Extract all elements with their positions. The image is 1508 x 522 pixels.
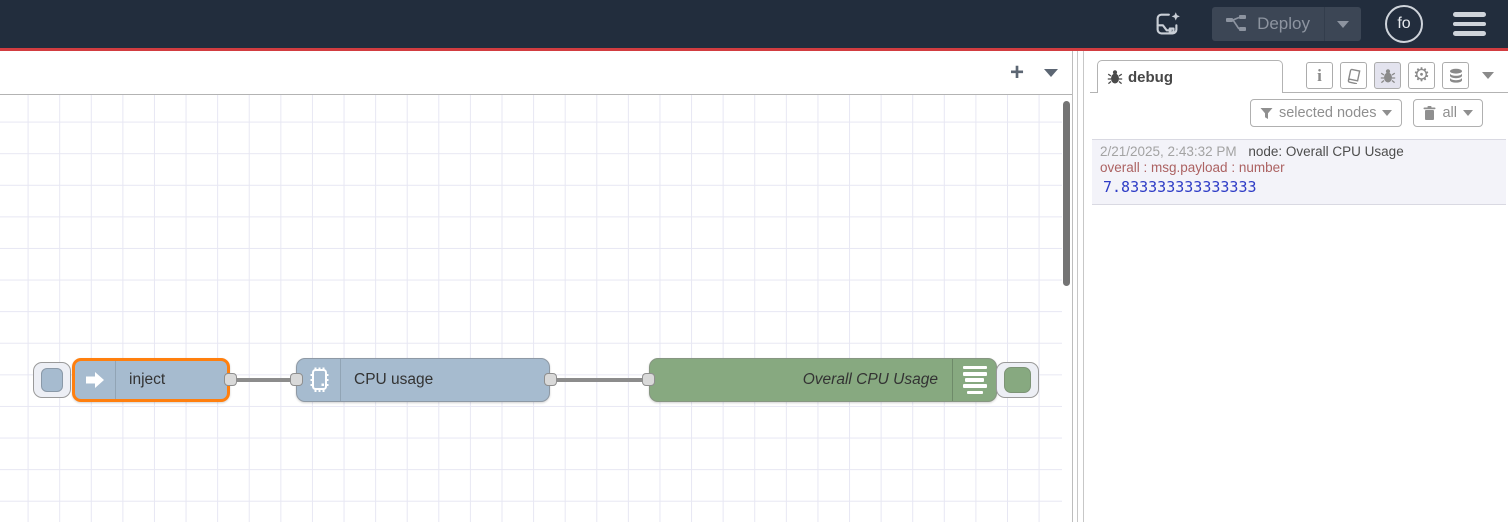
deploy-icon: [1226, 15, 1247, 31]
bug-icon: [1107, 70, 1123, 85]
cpu-chip-icon: [310, 367, 328, 392]
port-cpu-output[interactable]: [544, 373, 557, 386]
deploy-label: Deploy: [1257, 14, 1310, 33]
workspace: + inject: [0, 51, 1073, 522]
user-avatar[interactable]: fo: [1385, 5, 1423, 43]
gear-icon: ⚙: [1412, 65, 1431, 86]
header-accent-line: [0, 48, 1508, 51]
canvas-vertical-scrollbar: [1062, 95, 1072, 522]
assistant-button[interactable]: [1150, 7, 1184, 41]
deploy-button-group: Deploy: [1212, 7, 1361, 41]
avatar-initials: fo: [1397, 15, 1411, 32]
node-inject[interactable]: inject: [72, 358, 230, 402]
message-property-path: overall : msg.payload : number: [1100, 160, 1285, 175]
debug-tab-button[interactable]: [1374, 62, 1401, 89]
node-label: inject: [129, 371, 166, 388]
port-cpu-input[interactable]: [290, 373, 303, 386]
database-icon: [1449, 68, 1462, 83]
port-inject-output[interactable]: [224, 373, 237, 386]
debug-clear-label: all: [1442, 105, 1457, 121]
flow-list-button[interactable]: [1044, 68, 1058, 77]
trash-icon: [1423, 106, 1436, 120]
message-value: 7.833333333333333: [1103, 178, 1257, 196]
bug-icon: [1380, 68, 1395, 83]
node-label: Overall CPU Usage: [802, 371, 938, 388]
node-label: CPU usage: [354, 371, 434, 388]
info-icon: i: [1317, 66, 1322, 85]
context-data-tab-button[interactable]: [1442, 62, 1469, 89]
chevron-down-icon: [1337, 20, 1349, 28]
ai-assistant-icon: [1156, 12, 1180, 35]
sidebar-panel: debug i: [1090, 51, 1508, 522]
debug-toolbar: selected nodes all: [1090, 93, 1508, 133]
deploy-button[interactable]: Deploy: [1212, 7, 1324, 41]
add-flow-button[interactable]: +: [1009, 58, 1024, 86]
debug-clear-button[interactable]: all: [1413, 99, 1483, 127]
hamburger-icon: [1453, 12, 1486, 17]
info-tab-button[interactable]: i: [1306, 62, 1333, 89]
help-tab-button[interactable]: [1340, 62, 1367, 89]
sidebar-tabbar: debug i: [1090, 51, 1508, 93]
debug-message-list: 2/21/2025, 2:43:32 PM node: Overall CPU …: [1090, 133, 1508, 205]
wire-inject-to-cpu[interactable]: [230, 378, 296, 382]
book-icon: [1347, 68, 1360, 84]
debug-message[interactable]: 2/21/2025, 2:43:32 PM node: Overall CPU …: [1092, 139, 1506, 205]
inject-arrow-icon: [86, 372, 104, 388]
inject-trigger-button[interactable]: [33, 362, 71, 398]
debug-sidebar-lines-icon: [952, 359, 996, 401]
scrollbar-thumb[interactable]: [1063, 101, 1070, 286]
filter-funnel-icon: [1260, 107, 1273, 119]
sidebar-options-button[interactable]: [1482, 72, 1494, 79]
chevron-down-icon: [1382, 110, 1393, 116]
sidebar-splitter[interactable]: [1073, 51, 1090, 522]
node-cpu-usage[interactable]: CPU usage: [296, 358, 550, 402]
message-timestamp: 2/21/2025, 2:43:32 PM: [1100, 144, 1237, 159]
flow-tabbar: +: [0, 51, 1072, 95]
debug-filter-button[interactable]: selected nodes: [1249, 99, 1403, 127]
config-nodes-tab-button[interactable]: ⚙: [1408, 62, 1435, 89]
splitter-grip: [1077, 51, 1084, 522]
port-debug-input[interactable]: [642, 373, 655, 386]
wire-cpu-to-debug[interactable]: [550, 378, 649, 382]
node-overall-cpu-usage[interactable]: Overall CPU Usage: [649, 358, 997, 402]
debug-enable-toggle[interactable]: [996, 362, 1039, 398]
tab-debug-label: debug: [1128, 68, 1173, 86]
header-bar: Deploy fo: [0, 0, 1508, 48]
flow-canvas[interactable]: inject CPU usage Overall CPU Usage: [0, 95, 1072, 522]
deploy-options-button[interactable]: [1324, 7, 1361, 41]
debug-filter-label: selected nodes: [1278, 105, 1377, 121]
sidebar-icon-toolbar: i ⚙: [1306, 62, 1494, 89]
message-source-node: node: Overall CPU Usage: [1248, 144, 1404, 159]
main-menu-button[interactable]: [1449, 8, 1490, 40]
chevron-down-icon: [1463, 110, 1473, 116]
tab-debug[interactable]: debug: [1097, 60, 1283, 93]
